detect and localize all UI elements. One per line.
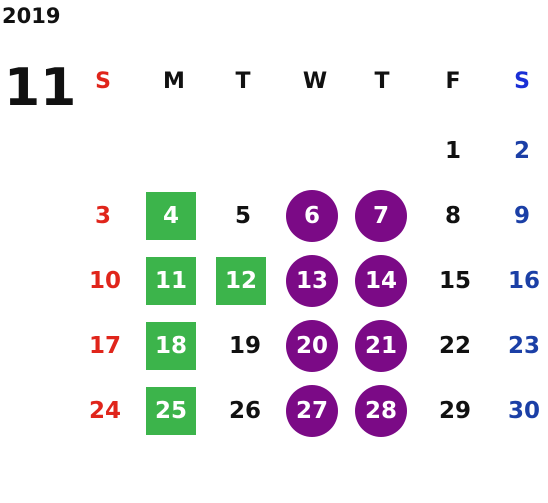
- day-cell[interactable]: 17: [88, 332, 121, 359]
- day-cell[interactable]: 19: [228, 332, 261, 359]
- day-cell-circled[interactable]: 14: [355, 255, 407, 307]
- weekday-sat: S: [514, 69, 530, 94]
- weekday-tue: T: [235, 69, 251, 94]
- day-cell[interactable]: 10: [88, 267, 121, 294]
- day-cell[interactable]: 24: [88, 397, 121, 424]
- day-cell[interactable]: 26: [228, 397, 261, 424]
- day-cell[interactable]: 16: [507, 267, 540, 294]
- day-cell[interactable]: 23: [507, 332, 540, 359]
- weekday-mon: M: [163, 69, 185, 94]
- year-label: 2019: [2, 4, 61, 28]
- weekday-fri: F: [445, 69, 461, 94]
- weekday-sun: S: [95, 69, 111, 94]
- day-cell[interactable]: 5: [234, 202, 251, 229]
- month-label: 11: [4, 58, 77, 118]
- day-cell-highlighted[interactable]: 11: [146, 257, 196, 305]
- day-cell[interactable]: 3: [94, 202, 111, 229]
- day-cell-circled[interactable]: 20: [286, 320, 338, 372]
- day-cell[interactable]: 8: [444, 202, 461, 229]
- day-cell-circled[interactable]: 7: [355, 190, 407, 242]
- day-cell[interactable]: 1: [444, 137, 461, 164]
- weekday-wed: W: [302, 69, 328, 94]
- day-cell-circled[interactable]: 13: [286, 255, 338, 307]
- day-cell[interactable]: 30: [507, 397, 540, 424]
- day-cell-circled[interactable]: 6: [286, 190, 338, 242]
- day-cell[interactable]: 29: [438, 397, 471, 424]
- day-cell-circled[interactable]: 27: [286, 385, 338, 437]
- day-cell[interactable]: 2: [513, 137, 530, 164]
- day-cell[interactable]: 9: [513, 202, 530, 229]
- day-cell-circled[interactable]: 21: [355, 320, 407, 372]
- day-cell-circled[interactable]: 28: [355, 385, 407, 437]
- day-cell-highlighted[interactable]: 25: [146, 387, 196, 435]
- day-cell[interactable]: 15: [438, 267, 471, 294]
- day-cell-highlighted[interactable]: 12: [216, 257, 266, 305]
- day-cell-highlighted[interactable]: 4: [146, 192, 196, 240]
- day-cell[interactable]: 22: [438, 332, 471, 359]
- weekday-thu: T: [374, 69, 390, 94]
- day-cell-highlighted[interactable]: 18: [146, 322, 196, 370]
